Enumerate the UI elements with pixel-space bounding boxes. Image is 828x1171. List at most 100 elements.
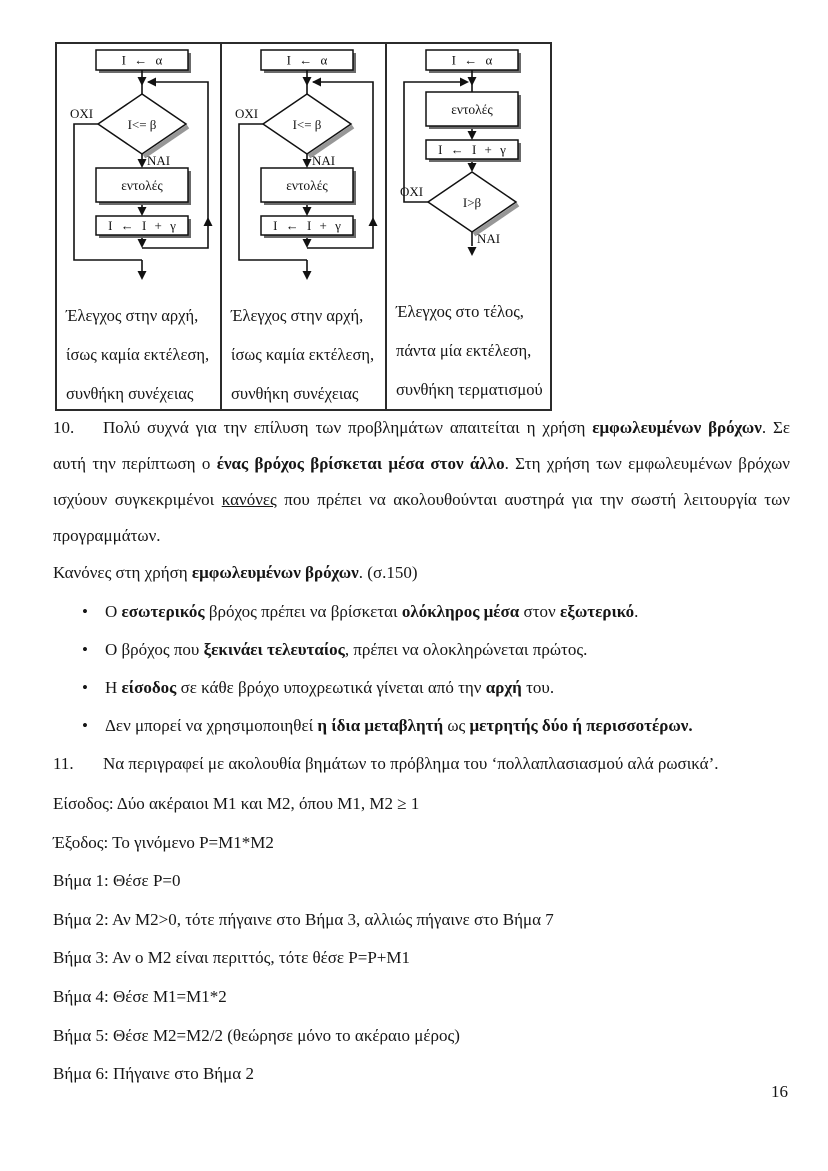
- no-branch-label: ΟΧΙ: [70, 106, 93, 121]
- condition-diamond: I<= β: [96, 93, 189, 159]
- item-11-number: 11.: [53, 754, 74, 773]
- caption-line: ίσως καμία εκτέλεση,: [66, 345, 210, 364]
- text-segment: ως: [443, 716, 470, 735]
- algo-step-1: Βήμα 1: Θέσε P=0: [53, 871, 181, 891]
- body-label: εντολές: [121, 178, 163, 193]
- condition-label: I<= β: [127, 117, 156, 132]
- table-cell-until-loop: I ← α: [387, 44, 550, 409]
- caption-until: Έλεγχος στο τέλος, πάντα μία εκτέλεση, σ…: [387, 284, 550, 409]
- caption-line: πάντα μία εκτέλεση,: [396, 341, 532, 360]
- yes-branch-label: ΝΑΙ: [477, 231, 500, 246]
- table-cell-while-loop-1: I ← α: [57, 44, 222, 409]
- rules-list: Ο εσωτερικός βρόχος πρέπει να βρίσκεται …: [53, 593, 790, 745]
- item-10-number: 10.: [53, 418, 75, 437]
- flowchart-while-2: I ← α: [222, 44, 385, 288]
- yes-branch-label: ΝΑΙ: [147, 153, 170, 168]
- yes-branch-label: ΝΑΙ: [312, 153, 335, 168]
- init-label: I ← α: [286, 53, 327, 68]
- text-segment: Πολύ συχνά για την επίλυση των προβλημάτ…: [103, 418, 593, 437]
- increment-box: I ← I + γ: [259, 215, 356, 238]
- body-box: εντολές: [424, 91, 521, 129]
- text-segment: η ίδια μεταβλητή: [317, 716, 444, 735]
- flowchart-until-diagram: I ← α: [400, 49, 521, 256]
- caption-line: συνθήκη τερματισμού: [396, 380, 543, 399]
- step-label: I ← I + γ: [438, 142, 506, 157]
- step-label: I ← I + γ: [273, 218, 341, 233]
- text-segment: . Στη χρήση των εμφωλευμένων βρόχων ισχύ…: [53, 454, 790, 509]
- condition-diamond: I<= β: [261, 93, 354, 159]
- text-segment: .: [634, 602, 639, 621]
- condition-label: I>β: [462, 195, 481, 210]
- algo-step-5: Βήμα 5: Θέσε M2=M2/2 (θεώρησε μόνο το ακ…: [53, 1025, 460, 1045]
- text-segment: του.: [521, 678, 555, 697]
- algorithm-steps: Είσοδος: Δύο ακέραιοι Μ1 και Μ2, όπου Μ1…: [53, 785, 790, 1094]
- item-10-text: Πολύ συχνά για την επίλυση των προβλημάτ…: [53, 418, 790, 545]
- text-segment: στον: [519, 602, 560, 621]
- caption-while-2: Έλεγχος στην αρχή, ίσως καμία εκτέλεση, …: [222, 288, 385, 413]
- body-text: 10. Πολύ συχνά για την επίλυση των προβλη…: [53, 410, 790, 1094]
- loop-comparison-table: I ← α: [55, 42, 552, 411]
- caption-line: Έλεγχος στην αρχή,: [66, 306, 199, 325]
- text-segment: εμφωλευμένων βρόχων: [592, 418, 762, 437]
- text-segment: κανόνες: [221, 490, 277, 509]
- init-box: I ← α: [94, 49, 191, 73]
- algo-output-line: Έξοδος: Το γινόμενο P=M1*M2: [53, 832, 274, 852]
- page-number: 16: [771, 1082, 788, 1101]
- text-segment: εμφωλευμένων βρόχων: [191, 563, 359, 582]
- caption-while-1: Έλεγχος στην αρχή, ίσως καμία εκτέλεση, …: [57, 288, 220, 413]
- text-segment: αρχή: [485, 678, 522, 697]
- rule-item-1: Ο εσωτερικός βρόχος πρέπει να βρίσκεται …: [53, 593, 790, 631]
- no-branch-label: ΟΧΙ: [235, 106, 258, 121]
- text-segment: εξωτερικό: [559, 602, 635, 621]
- increment-box: I ← I + γ: [94, 215, 191, 238]
- body-box: εντολές: [259, 167, 356, 205]
- algo-step-2: Βήμα 2: Αν Μ2>0, τότε πήγαινε στο Βήμα 3…: [53, 909, 554, 929]
- rule-item-4: Δεν μπορεί να χρησιμοποιηθεί η ίδια μετα…: [53, 707, 790, 745]
- rules-intro: Κανόνες στη χρήση εμφωλευμένων βρόχων. (…: [53, 554, 790, 591]
- text-segment: Ο: [105, 602, 122, 621]
- body-label: εντολές: [451, 102, 493, 117]
- init-box: I ← α: [259, 49, 356, 73]
- arrowheads: [459, 77, 476, 256]
- caption-line: Έλεγχος στο τέλος,: [396, 302, 524, 321]
- init-box: I ← α: [424, 49, 521, 73]
- flow-arrows: [237, 70, 374, 272]
- algo-step-3: Βήμα 3: Αν ο Μ2 είναι περιττός, τότε θέσ…: [53, 948, 410, 968]
- text-segment: Δεν μπορεί να χρησιμοποιηθεί: [105, 716, 318, 735]
- text-segment: σε κάθε βρόχο υποχρεωτικά γίνεται από τη…: [176, 678, 486, 697]
- text-segment: εσωτερικός: [121, 602, 205, 621]
- algo-step-6: Βήμα 6: Πήγαινε στο Βήμα 2: [53, 1064, 254, 1084]
- condition-label: I<= β: [292, 117, 321, 132]
- body-label: εντολές: [286, 178, 328, 193]
- text-segment: Ο βρόχος που: [105, 640, 204, 659]
- table-cell-while-loop-2: I ← α: [222, 44, 387, 409]
- text-segment: , πρέπει να ολοκληρώνεται πρώτος.: [344, 640, 588, 659]
- text-segment: . (σ.150): [358, 563, 418, 582]
- algo-input-line: Είσοδος: Δύο ακέραιοι Μ1 και Μ2, όπου Μ1…: [53, 794, 420, 813]
- text-segment: ξεκινάει τελευταίος: [203, 640, 345, 659]
- algo-step-4: Βήμα 4: Θέσε M1=M1*2: [53, 986, 227, 1006]
- item-11-paragraph: 11. Να περιγραφεί με ακολουθία βημάτων το…: [53, 745, 790, 783]
- no-branch-label: ΟΧΙ: [400, 184, 423, 199]
- increment-box: I ← I + γ: [424, 139, 521, 162]
- arrowheads: [137, 77, 212, 280]
- arrowheads: [302, 77, 377, 280]
- caption-line: συνθήκη συνέχειας: [231, 384, 359, 403]
- text-segment: ολόκληρος μέσα: [401, 602, 520, 621]
- caption-line: Έλεγχος στην αρχή,: [231, 306, 364, 325]
- flowchart-while-diagram-2: I ← α: [235, 49, 377, 280]
- rule-item-2: Ο βρόχος που ξεκινάει τελευταίος, πρέπει…: [53, 631, 790, 669]
- text-segment: ένας βρόχος βρίσκεται μέσα στον άλλο: [216, 454, 505, 473]
- condition-diamond: I>β: [426, 171, 519, 237]
- flowchart-until: I ← α: [387, 44, 550, 284]
- flowchart-while-diagram-1: I ← α: [70, 49, 212, 280]
- step-label: I ← I + γ: [108, 218, 176, 233]
- text-segment: . Σε αυτή την περίπτωση ο: [53, 418, 790, 473]
- caption-line: ίσως καμία εκτέλεση,: [231, 345, 375, 364]
- text-segment: που πρέπει να ακολουθούνται αυστηρά για …: [53, 490, 790, 545]
- text-segment: μετρητής δύο ή περισσοτέρων.: [469, 716, 693, 735]
- flowchart-while-1: I ← α: [57, 44, 220, 288]
- item-11-text: Να περιγραφεί με ακολουθία βημάτων το πρ…: [103, 754, 719, 773]
- init-label: I ← α: [121, 53, 162, 68]
- item-10-paragraph: 10. Πολύ συχνά για την επίλυση των προβλη…: [53, 410, 790, 554]
